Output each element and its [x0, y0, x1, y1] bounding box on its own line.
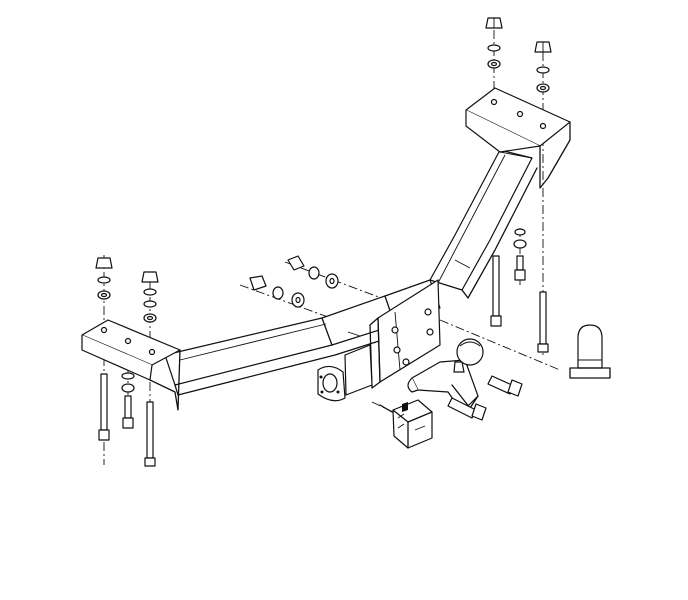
left-mounting-bracket: [81, 319, 181, 411]
long-bolt-right: [537, 291, 549, 353]
fastener-stack-right-b: [534, 41, 552, 93]
tow-ball: [407, 338, 484, 413]
bolt-nut-washer-sets: [95, 17, 552, 467]
ball-bolt-a: [447, 397, 487, 421]
socket-plate: [317, 344, 373, 402]
ball-bolt-b: [487, 375, 523, 397]
fastener-stack-right-c: [513, 228, 527, 281]
fastener-stack-left-a: [95, 257, 113, 441]
right-mounting-bracket: [465, 87, 571, 189]
fastener-stack-center-a: [249, 275, 305, 308]
fastener-stack-left-b: [141, 271, 159, 467]
central-hitch-plate: [369, 279, 441, 389]
fastener-stack-right-a: [485, 17, 503, 69]
fastener-stack-left-c: [121, 372, 135, 429]
fastener-stack-center-b: [287, 255, 339, 289]
socket-protective-cap: [569, 324, 611, 379]
bolt-under-hitch: [490, 255, 502, 327]
electrical-socket: [379, 399, 433, 449]
